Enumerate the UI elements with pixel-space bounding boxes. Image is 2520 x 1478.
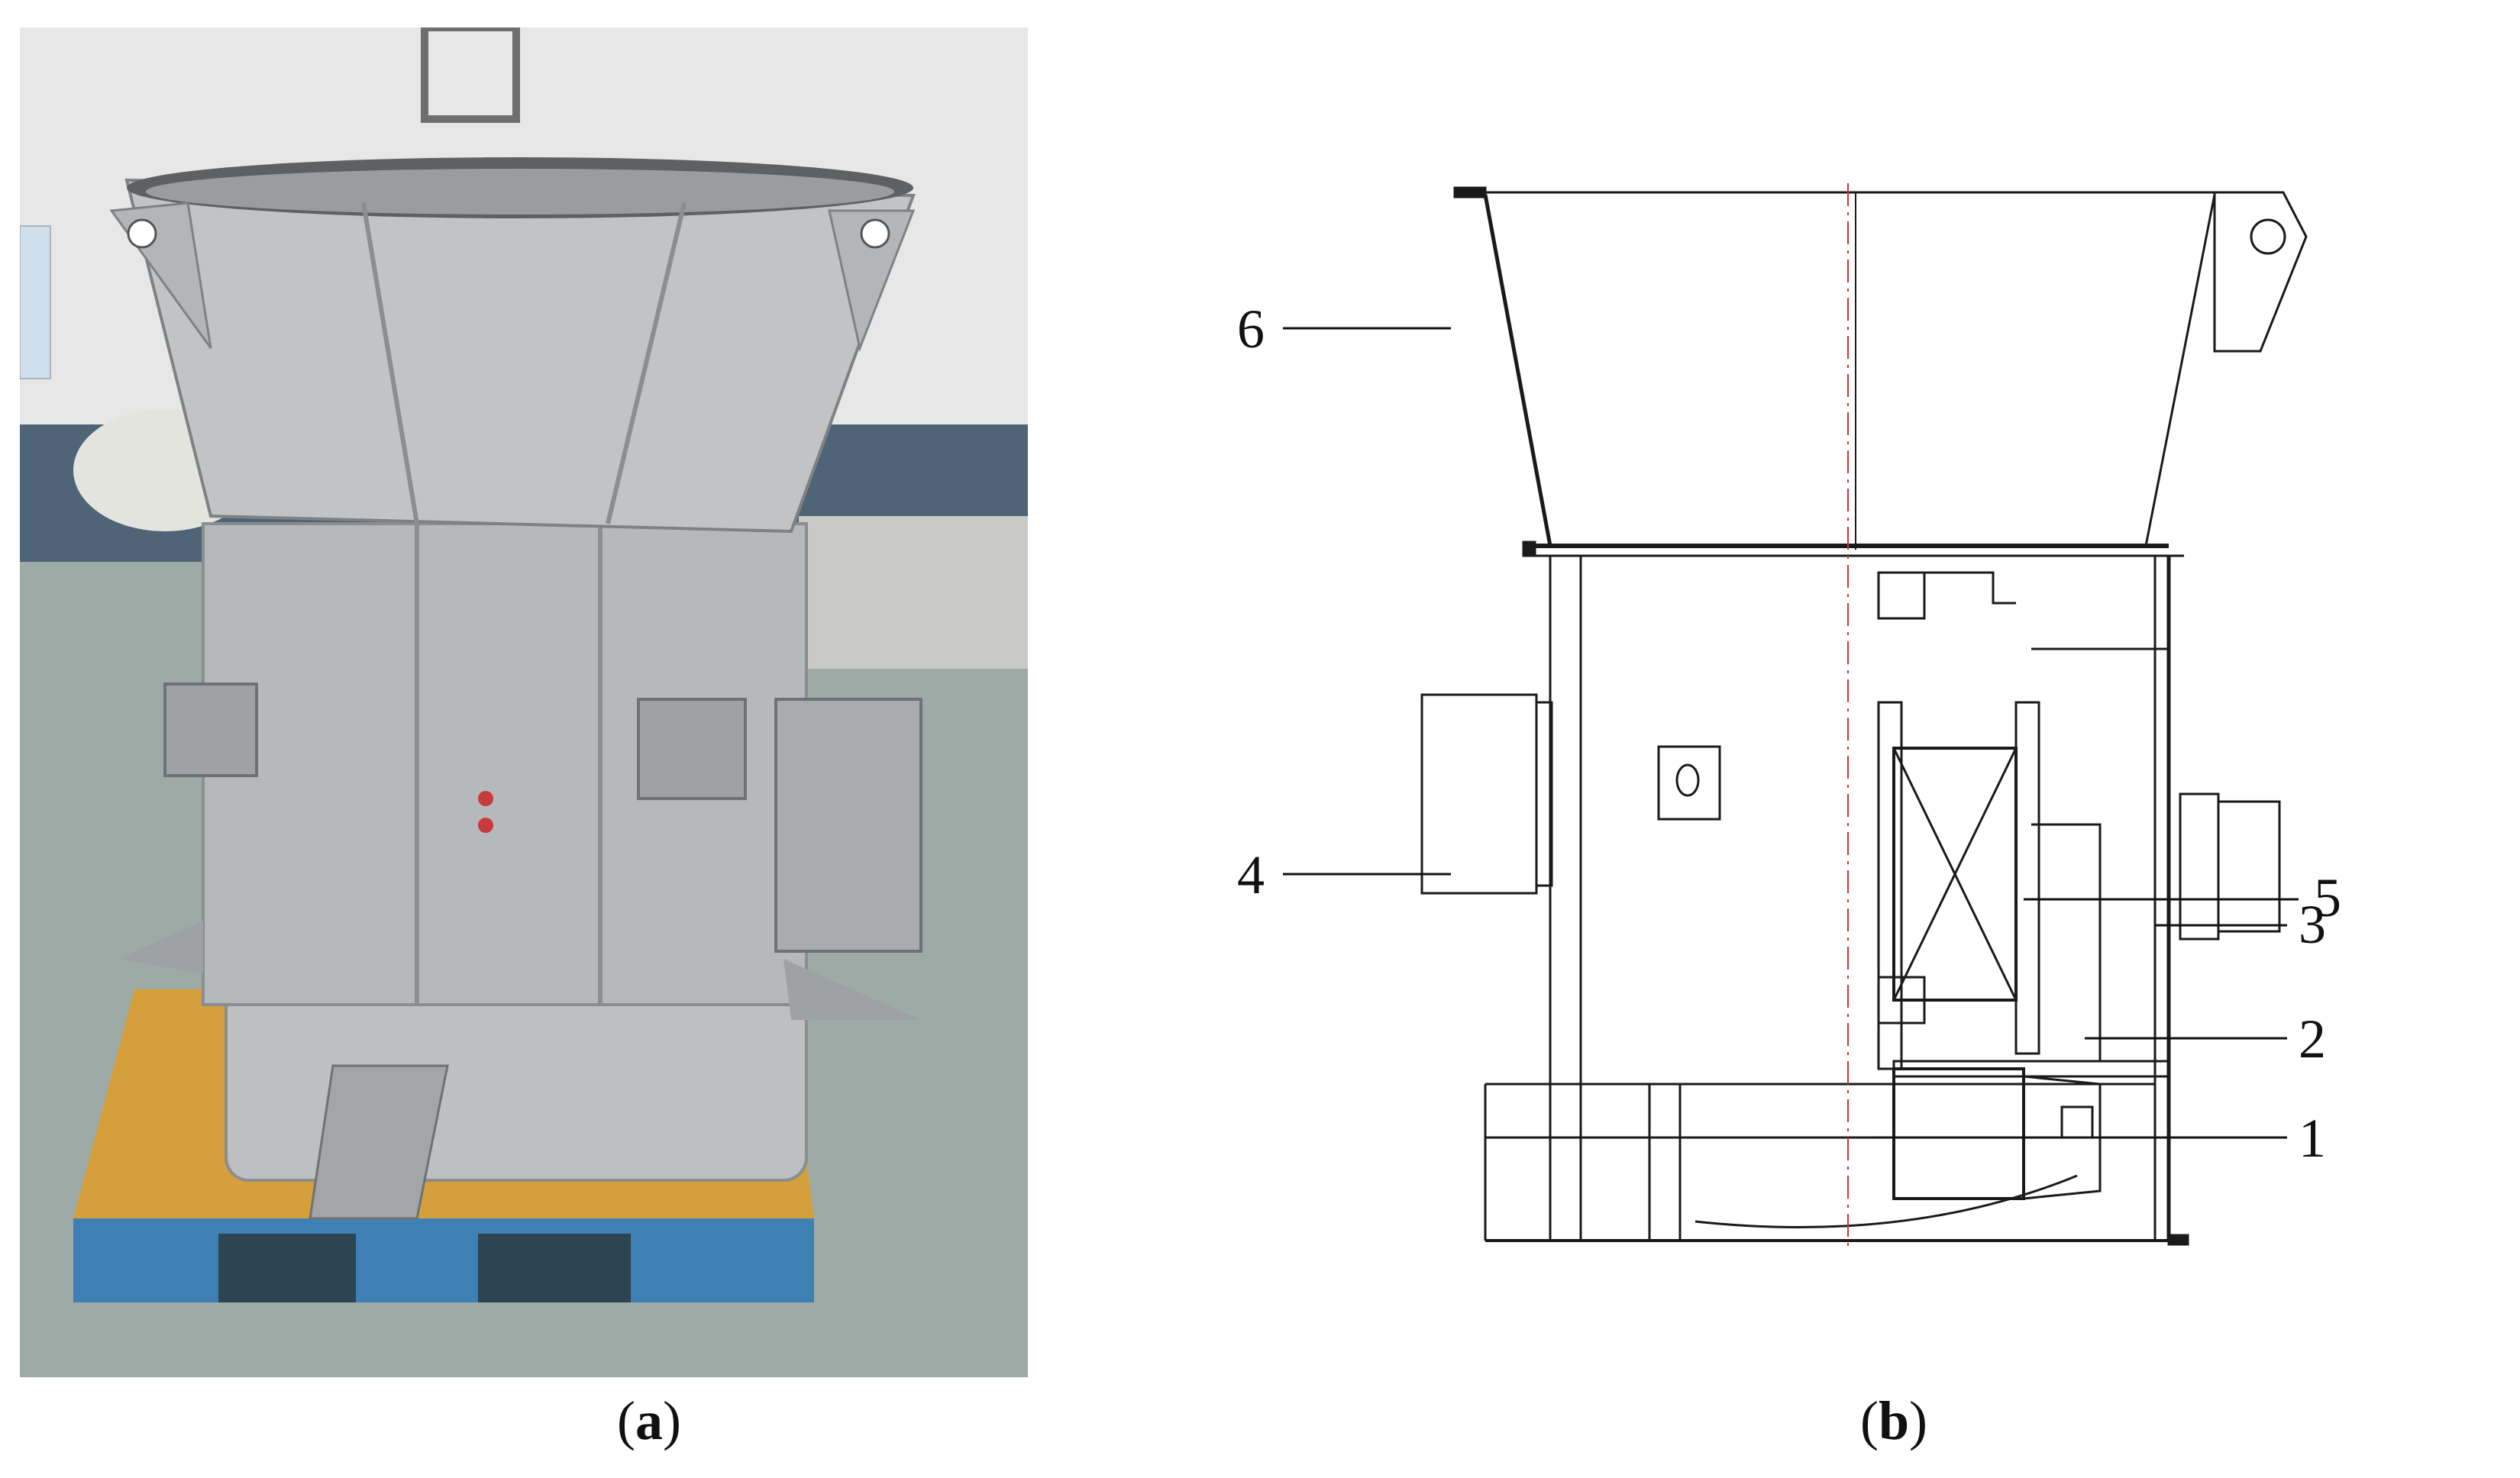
guide-vane bbox=[2031, 823, 2102, 1061]
left-lifting-lug-hole bbox=[1675, 763, 1700, 797]
schematic-panel: 6 4 5 3 2 1 bbox=[1237, 183, 2341, 1252]
lifting-lug-left bbox=[163, 683, 258, 777]
funnel-rib-1 bbox=[361, 202, 419, 524]
pallet-gap-1 bbox=[218, 1234, 356, 1302]
pallet-base bbox=[73, 1218, 814, 1302]
junction-box bbox=[774, 698, 922, 953]
left-terminal-box bbox=[1420, 693, 1538, 895]
indicator-dot-2 bbox=[478, 818, 493, 833]
label-4: 4 bbox=[1237, 844, 1265, 905]
funnel-rib-2 bbox=[606, 202, 687, 524]
photo-panel bbox=[20, 27, 1028, 1377]
casing-bottom-flange-right bbox=[2167, 1234, 2189, 1246]
hub-bolt bbox=[2060, 1105, 2094, 1139]
funnel-inlet bbox=[124, 178, 916, 534]
funnel-ear-right bbox=[828, 209, 916, 353]
motor-shaft bbox=[1877, 701, 1903, 1070]
label-2: 2 bbox=[2299, 1008, 2326, 1070]
funnel-ear-hole-left bbox=[127, 218, 157, 249]
support-foot-left bbox=[119, 921, 203, 974]
background-machine bbox=[799, 516, 1028, 669]
support-foot-front bbox=[309, 1064, 449, 1220]
label-1: 1 bbox=[2299, 1108, 2326, 1169]
left-terminal-box-inner bbox=[1535, 701, 1553, 887]
fan-lower-ring bbox=[225, 980, 808, 1182]
label-5: 5 bbox=[2314, 867, 2341, 928]
label-6: 6 bbox=[1237, 299, 1265, 360]
motor-rotor-x bbox=[1892, 747, 2018, 1002]
lifting-lug-right bbox=[637, 698, 747, 800]
bearing-bottom bbox=[1877, 976, 1926, 1025]
indicator-dot-1 bbox=[478, 791, 493, 806]
inlet-ear-hole bbox=[2250, 218, 2286, 255]
outlet-curve bbox=[1695, 1174, 2078, 1228]
label-3: 3 bbox=[2299, 894, 2326, 955]
inlet-cone-left bbox=[1483, 194, 1552, 547]
caption-a-letter: a bbox=[635, 1390, 663, 1451]
right-terminal-box bbox=[2179, 792, 2220, 941]
caption-b-letter: b bbox=[1878, 1390, 1910, 1451]
funnel-rim-inner bbox=[146, 169, 894, 215]
support-foot-right bbox=[783, 959, 921, 1020]
inlet-cone-right bbox=[2144, 194, 2216, 547]
right-terminal-box-outer bbox=[2217, 800, 2281, 933]
left-lifting-lug bbox=[1657, 745, 1721, 821]
pallet-gap-2 bbox=[478, 1234, 631, 1302]
casing-left-flange bbox=[1522, 541, 1536, 557]
caption-a: (a) bbox=[617, 1390, 681, 1451]
inlet-flange-tab bbox=[1453, 186, 1487, 198]
impeller-hub bbox=[1892, 1067, 2025, 1200]
window bbox=[20, 225, 51, 379]
funnel-ear-hole-right bbox=[860, 218, 890, 249]
inlet-ear-right bbox=[2213, 191, 2308, 353]
motor-housing bbox=[2014, 701, 2040, 1055]
bearing-top bbox=[1877, 571, 1926, 620]
hoist-cables bbox=[421, 27, 520, 123]
cable-top bbox=[1924, 571, 2016, 605]
caption-b: (b) bbox=[1859, 1390, 1927, 1451]
